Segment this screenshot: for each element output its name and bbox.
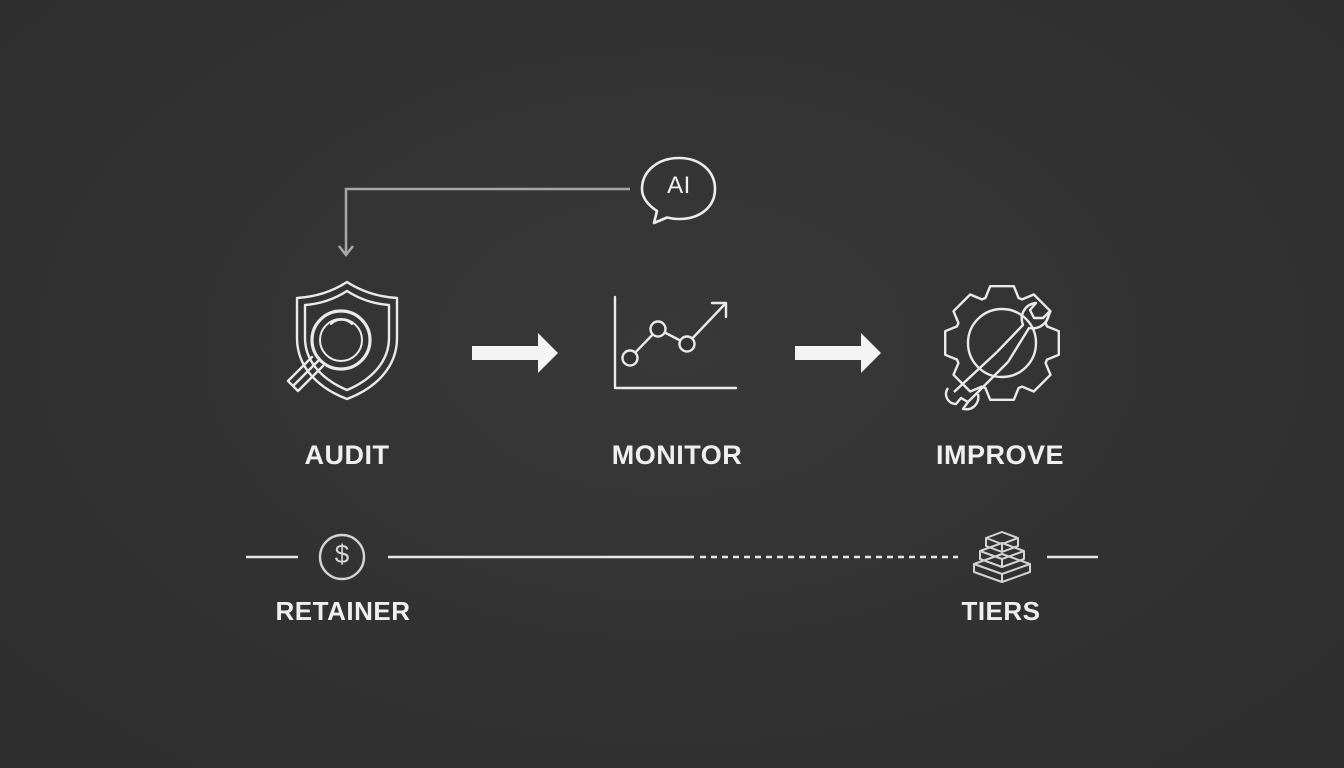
timeline-label-tiers: TIERS [961, 596, 1041, 626]
dollar-symbol: $ [334, 539, 350, 569]
timeline-label-retainer: RETAINER [275, 596, 411, 626]
gear-wrench-icon [944, 285, 1060, 411]
layers-icon [973, 531, 1031, 583]
shield-search-icon [286, 280, 399, 401]
dollar-icon [318, 533, 366, 581]
step-label-improve: IMPROVE [935, 440, 1065, 470]
ai-feedback-connector [338, 187, 630, 258]
flow-arrow-1 [472, 333, 558, 373]
flow-arrow-2 [795, 333, 881, 373]
line-chart-icon [613, 295, 738, 390]
step-label-audit: AUDIT [304, 440, 390, 470]
step-label-monitor: MONITOR [611, 440, 743, 470]
ai-badge-text: AI [667, 172, 691, 199]
speech-bubble-icon [640, 156, 717, 225]
